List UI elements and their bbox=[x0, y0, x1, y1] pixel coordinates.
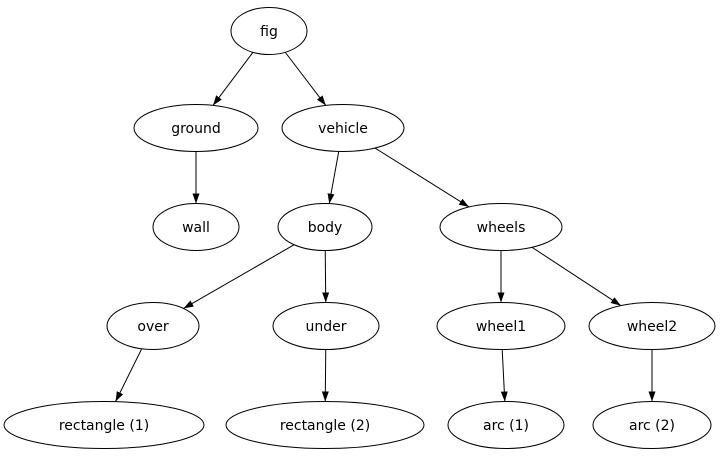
node-label-arc1: arc (1) bbox=[483, 418, 529, 434]
node-ellipse-rectangle2 bbox=[225, 401, 425, 449]
edge-wheels-wheel2 bbox=[531, 246, 622, 306]
node-label-wheel1: wheel1 bbox=[476, 319, 526, 335]
node-ellipse-vehicle bbox=[281, 104, 405, 152]
node-over: over bbox=[106, 302, 200, 350]
node-label-under: under bbox=[305, 319, 346, 335]
node-arc1: arc (1) bbox=[447, 401, 565, 449]
edge-fig-ground bbox=[212, 52, 254, 106]
edge-vehicle-wheels bbox=[374, 147, 470, 208]
node-wheels: wheels bbox=[439, 203, 563, 251]
node-label-arc2: arc (2) bbox=[629, 418, 675, 434]
node-ellipse-arc2 bbox=[592, 401, 712, 449]
node-ground: ground bbox=[133, 104, 259, 152]
node-label-wheels: wheels bbox=[477, 220, 526, 236]
node-body: body bbox=[277, 203, 373, 251]
node-label-wheel2: wheel2 bbox=[627, 319, 677, 335]
node-under: under bbox=[272, 302, 380, 350]
node-label-ground: ground bbox=[171, 121, 221, 137]
node-label-rectangle1: rectangle (1) bbox=[59, 418, 149, 434]
node-ellipse-arc1 bbox=[447, 401, 565, 449]
node-rectangle2: rectangle (2) bbox=[225, 401, 425, 449]
node-label-fig: fig bbox=[260, 24, 278, 40]
edge-fig-vehicle bbox=[284, 51, 327, 106]
node-ellipse-over bbox=[106, 302, 200, 350]
node-wheel2: wheel2 bbox=[588, 302, 716, 350]
node-rectangle1: rectangle (1) bbox=[3, 401, 205, 449]
node-arc2: arc (2) bbox=[592, 401, 712, 449]
node-label-body: body bbox=[308, 220, 343, 236]
node-fig: fig bbox=[230, 7, 308, 55]
node-ellipse-body bbox=[277, 203, 373, 251]
node-wall: wall bbox=[152, 203, 240, 251]
node-ellipse-wall bbox=[152, 203, 240, 251]
node-label-wall: wall bbox=[182, 220, 210, 236]
node-label-rectangle2: rectangle (2) bbox=[280, 418, 370, 434]
node-ellipse-wheel1 bbox=[436, 302, 566, 350]
node-ellipse-wheels bbox=[439, 203, 563, 251]
node-ellipse-ground bbox=[133, 104, 259, 152]
edge-wheel1-arc1 bbox=[500, 349, 508, 402]
node-ellipse-wheel2 bbox=[588, 302, 716, 350]
edge-body-over bbox=[183, 244, 295, 309]
edge-vehicle-body bbox=[327, 151, 340, 204]
node-ellipse-under bbox=[272, 302, 380, 350]
node-ellipse-rectangle1 bbox=[3, 401, 205, 449]
node-vehicle: vehicle bbox=[281, 104, 405, 152]
node-wheel1: wheel1 bbox=[436, 302, 566, 350]
edge-body-under bbox=[322, 250, 330, 303]
edge-under-rectangle2 bbox=[321, 349, 329, 402]
node-label-vehicle: vehicle bbox=[318, 121, 368, 137]
node-label-over: over bbox=[137, 319, 168, 335]
node-ellipse-fig bbox=[230, 7, 308, 55]
edge-over-rectangle1 bbox=[115, 348, 143, 402]
